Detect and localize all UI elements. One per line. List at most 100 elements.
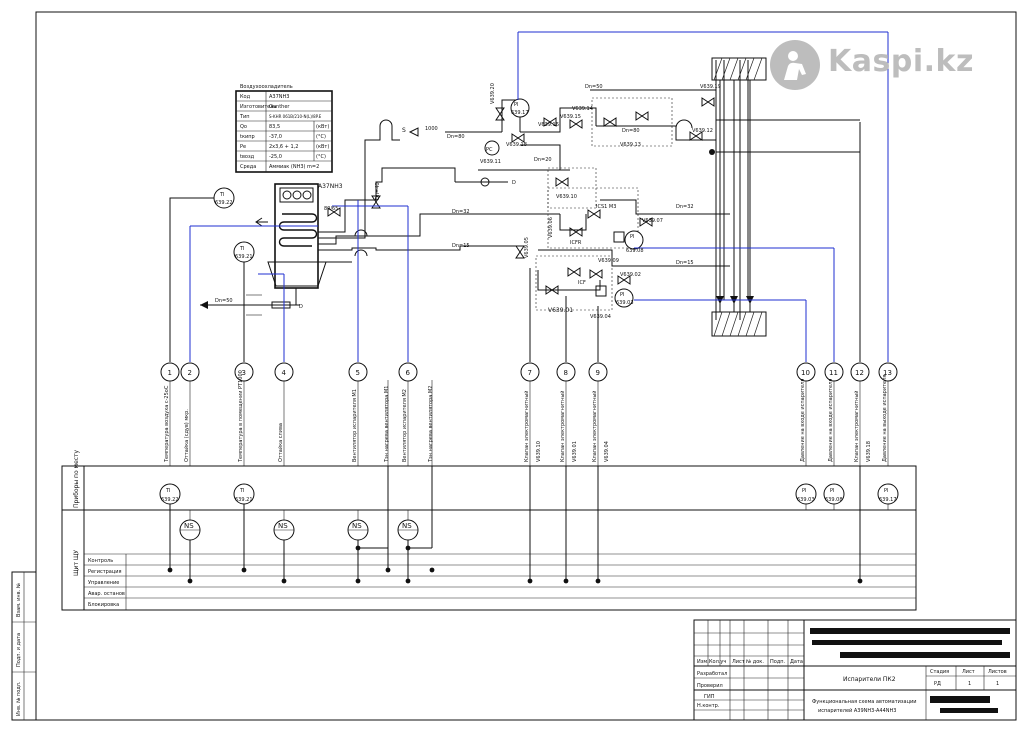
svg-text:Н.контр.: Н.контр.: [697, 703, 720, 709]
ns-switch: NS: [397, 510, 419, 541]
signal-node: [527, 578, 533, 584]
ns-switch: NS: [179, 510, 201, 541]
signal-node: [385, 567, 391, 573]
fan-icon: [292, 190, 302, 200]
panel-signals: TI639.22TI639.21PI639.03PI639.08PI639.17…: [159, 466, 899, 584]
side-label-inv: Инв. № подл.: [16, 681, 22, 716]
valve-icon: [635, 111, 649, 121]
instrument-ti-639-22: TI 639.22: [213, 187, 235, 209]
svg-text:PI: PI: [884, 488, 889, 494]
local-instrument-pi: PI 639.08: [823, 483, 845, 510]
svg-text:NS: NS: [352, 522, 362, 530]
connector-description: Вентилятор испарителя М2: [402, 389, 408, 462]
fan-icon: [302, 190, 312, 200]
connector-number: 3: [242, 369, 246, 377]
connector-description: Оттайка слива: [277, 423, 284, 462]
signal-node: [167, 567, 173, 573]
control-panel-table: Приборы по месту Щит ЩУ Контроль Регистр…: [61, 449, 917, 611]
group-label: ICF: [578, 280, 586, 286]
valve-tag: V639.01: [548, 307, 573, 314]
svg-text:(°С): (°С): [316, 154, 326, 160]
svg-text:V639.10: V639.10: [536, 441, 542, 462]
svg-text:D: D: [299, 304, 303, 310]
svg-text:S: S: [402, 127, 406, 134]
svg-text:PI: PI: [830, 488, 835, 494]
instrument-ti-639-21: TI 639.21: [233, 241, 255, 263]
valve-tag: V639.19: [700, 84, 721, 90]
valve-tag: V639.18: [506, 142, 527, 148]
svg-text:Среда: Среда: [240, 164, 256, 170]
group-label: ICFR: [570, 240, 582, 246]
valve-icon: [567, 267, 581, 277]
svg-text:Dn=80: Dn=80: [447, 134, 465, 140]
project-name: Испарители ПК2: [843, 676, 896, 683]
redaction-bar: [930, 696, 990, 703]
redaction-bar: [812, 640, 1002, 645]
signal-node: [429, 567, 435, 573]
svg-text:NS: NS: [278, 522, 288, 530]
valve-icon: [639, 217, 653, 227]
redaction-bar: [840, 652, 1010, 658]
svg-text:639.17: 639.17: [511, 110, 529, 116]
svg-text:639.03: 639.03: [797, 497, 815, 503]
connector-description: Клапан электромагнитный: [591, 390, 598, 462]
signal-node: [241, 567, 247, 573]
instrument-pi-639-08: PI 639.08: [626, 234, 644, 254]
svg-text:1: 1: [968, 681, 971, 687]
svg-text:№ док.: № док.: [746, 659, 764, 665]
group-label: ICS1 M3: [596, 204, 616, 210]
valve-tag: V639.14: [572, 106, 593, 112]
valve-icon: [543, 117, 557, 127]
svg-text:D: D: [512, 180, 516, 186]
logo-mark-icon: [770, 40, 820, 90]
signal-node: [405, 578, 411, 584]
svg-text:(кВт): (кВт): [316, 144, 329, 150]
valve-icon: [603, 117, 617, 127]
svg-text:tвозд: tвозд: [240, 154, 255, 160]
valve-tag: V639.04: [590, 314, 611, 320]
signal-node: [355, 545, 361, 551]
side-label-replace: Взам. инв. №: [16, 582, 22, 617]
connector-description: Давление на входе испарителя: [800, 379, 806, 462]
connector-number: 10: [801, 369, 810, 377]
svg-text:639.08: 639.08: [626, 248, 644, 254]
header-hatch: [711, 57, 767, 337]
signal-node: [563, 578, 569, 584]
signal-node: [187, 578, 193, 584]
svg-text:Стадия: Стадия: [930, 669, 949, 675]
connector-number: 2: [188, 369, 192, 377]
svg-text:V639.01: V639.01: [572, 441, 578, 462]
svg-text:639.03: 639.03: [616, 300, 634, 306]
valve-icon: [545, 285, 559, 295]
valve-tag: V639.07: [642, 218, 663, 224]
signal-node: [595, 578, 601, 584]
svg-text:639.08: 639.08: [825, 497, 843, 503]
svg-text:Gunther: Gunther: [269, 104, 290, 110]
fan-icon: [282, 190, 292, 200]
field-instruments: TI 639.22 TI 639.21 PI 639.17 PI 639.08 …: [213, 102, 644, 306]
valve-icon: [555, 177, 569, 187]
connector-number: 5: [356, 369, 360, 377]
svg-text:TI: TI: [239, 488, 245, 494]
svg-text:83,5: 83,5: [269, 124, 280, 130]
spec-title: Воздухоохладитель: [240, 84, 293, 90]
svg-text:V639.11: V639.11: [480, 159, 501, 165]
connector-number: 13: [883, 369, 892, 377]
row-control: Контроль: [88, 558, 113, 564]
svg-text:РД: РД: [934, 681, 941, 687]
valve-icon: [371, 195, 381, 209]
svg-text:639.22: 639.22: [161, 497, 179, 503]
evaporator-spec-table: Воздухоохладитель Код A37NH3 Изготовител…: [235, 84, 333, 173]
evaporator-unit: A37NH3: [255, 183, 343, 289]
coil-icon: [278, 213, 318, 247]
valve-tag: V639.20: [490, 83, 496, 104]
svg-text:tкипр: tкипр: [240, 134, 255, 140]
svg-text:NS: NS: [402, 522, 412, 530]
svg-text:Листов: Листов: [988, 669, 1007, 675]
